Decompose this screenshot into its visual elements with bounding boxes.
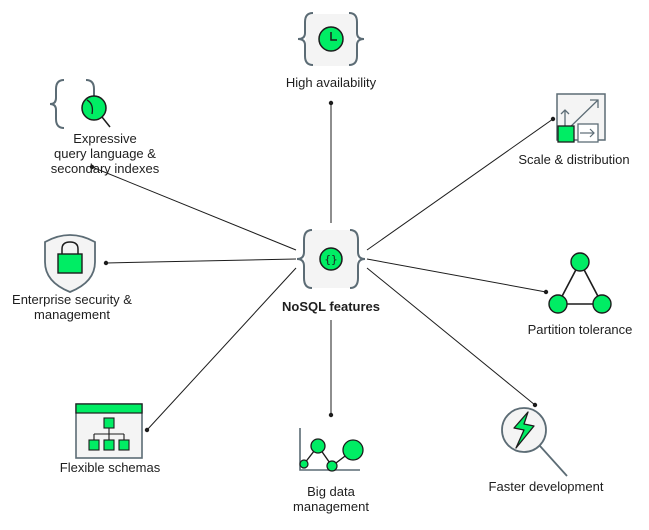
- label-expressive-query: Expressive query language & secondary in…: [50, 131, 160, 176]
- center-label: NoSQL features: [281, 299, 380, 314]
- svg-text:{}: {}: [324, 253, 337, 266]
- label-scale-distribution: Scale & distribution: [518, 152, 630, 167]
- line-chart-bubbles-icon: [299, 428, 364, 472]
- connector-endpoints: [89, 100, 556, 433]
- endpoint-dot: [103, 260, 109, 266]
- bolt-magnifier-icon: [501, 407, 568, 477]
- label-partition-tolerance: Partition tolerance: [527, 322, 633, 337]
- scale-arrows-icon: [556, 93, 606, 143]
- label-flexible-schemas: Flexible schemas: [59, 460, 161, 475]
- endpoint-dot: [144, 427, 150, 433]
- connector-scale-distribution: [366, 118, 554, 251]
- label-high-availability: High availability: [285, 75, 377, 90]
- hierarchy-window-icon: [75, 403, 143, 459]
- label-faster-development: Faster development: [488, 479, 604, 494]
- triangle-nodes-icon: [548, 252, 612, 314]
- endpoint-dot: [89, 164, 95, 170]
- endpoint-dot: [532, 402, 538, 408]
- connectors: [91, 103, 554, 431]
- label-enterprise-security: Enterprise security & management: [12, 292, 132, 322]
- endpoint-dot: [328, 412, 334, 418]
- connector-enterprise-security: [105, 258, 297, 264]
- database-braces-icon: {}: [296, 229, 366, 289]
- shield-lock-icon: [44, 234, 96, 293]
- connector-faster-development: [366, 267, 536, 406]
- braces-magnifier-icon: [49, 79, 111, 129]
- label-big-data: Big data management: [293, 484, 369, 514]
- connector-flexible-schemas: [146, 267, 297, 431]
- connector-expressive-query: [91, 166, 297, 251]
- endpoint-dot: [328, 100, 334, 106]
- clock-in-braces-icon: [297, 12, 365, 66]
- endpoint-dot: [543, 289, 549, 295]
- endpoint-dot: [550, 116, 556, 122]
- connector-partition-tolerance: [366, 258, 547, 293]
